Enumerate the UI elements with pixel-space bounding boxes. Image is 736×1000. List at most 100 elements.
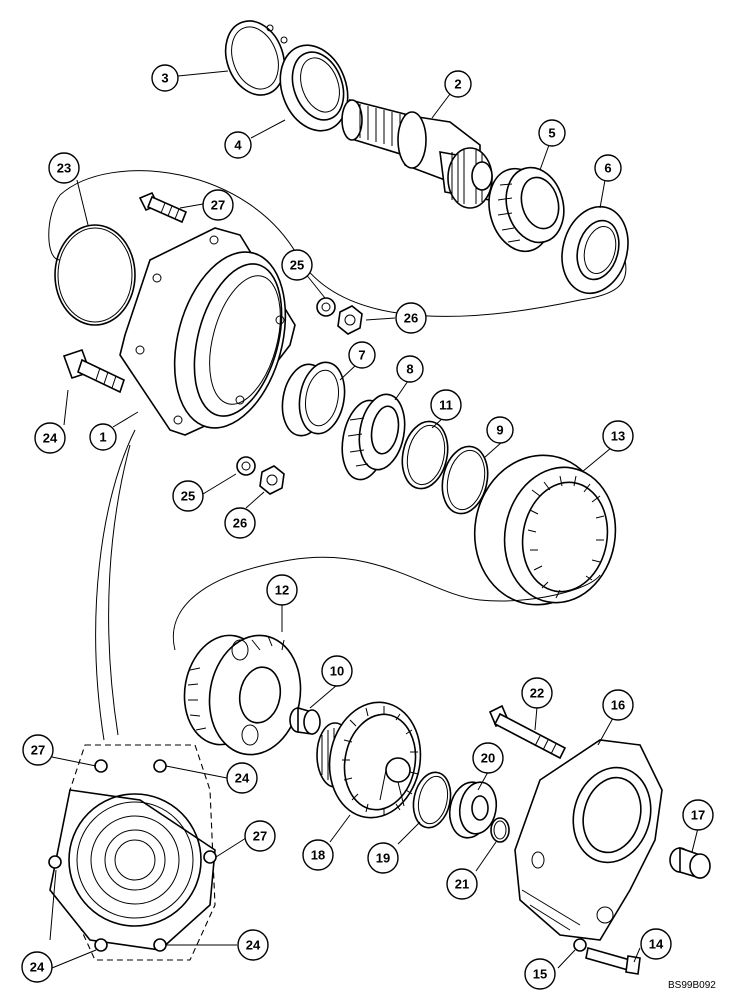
leader-lines	[49, 70, 699, 969]
svg-text:16: 16	[611, 698, 625, 713]
callout-24-inset-top: 24	[226, 762, 258, 794]
nut-part-26-lower	[259, 465, 285, 495]
bushing-part-17	[669, 846, 711, 880]
capscrew-part-27-top	[138, 191, 188, 224]
washer-part-15	[573, 938, 587, 952]
svg-text:20: 20	[481, 751, 495, 766]
svg-text:26: 26	[404, 311, 418, 326]
drive-housing-part-16	[514, 739, 663, 941]
housing-part-1	[119, 227, 296, 436]
seal-part-6	[561, 205, 629, 295]
svg-text:27: 27	[211, 198, 225, 213]
callout-21: 21	[446, 868, 478, 900]
output-shaft-part-2	[341, 98, 493, 209]
svg-text:23: 23	[57, 161, 71, 176]
callout-23: 23	[48, 152, 80, 184]
bearing-cone-part-8	[341, 393, 406, 481]
ball-bearing-part-20	[448, 781, 498, 839]
callout-4: 4	[224, 131, 252, 159]
svg-text:27: 27	[31, 743, 45, 758]
svg-text:12: 12	[275, 583, 289, 598]
callout-27-inset-top: 27	[22, 734, 54, 766]
callout-10: 10	[321, 655, 353, 687]
svg-text:22: 22	[530, 686, 544, 701]
o-ring-part-23	[54, 224, 136, 326]
callout-8: 8	[396, 355, 424, 383]
svg-text:5: 5	[548, 126, 555, 141]
svg-text:24: 24	[235, 771, 250, 786]
svg-text:15: 15	[533, 967, 547, 982]
housing-end-view-inset	[48, 744, 217, 961]
svg-text:1: 1	[99, 430, 106, 445]
nut-part-26-top	[337, 305, 363, 335]
washer-part-25-top	[316, 297, 336, 317]
capscrew-part-24-left	[62, 348, 125, 394]
callout-16: 16	[602, 689, 634, 721]
callout-2: 2	[444, 70, 472, 98]
callout-9: 9	[486, 416, 514, 444]
capscrew-part-22	[488, 704, 567, 760]
callout-27-inset-right: 27	[244, 820, 276, 852]
callout-1: 1	[89, 423, 117, 451]
callout-14: 14	[640, 928, 672, 960]
callout-3: 3	[151, 64, 179, 92]
callout-11: 11	[430, 389, 462, 421]
svg-text:10: 10	[330, 664, 344, 679]
seal-part-4	[279, 44, 349, 132]
callout-24-inset-left: 24	[21, 951, 53, 983]
svg-text:24: 24	[246, 938, 261, 953]
callout-15: 15	[524, 958, 556, 990]
callout-22: 22	[521, 677, 553, 709]
svg-text:19: 19	[376, 851, 390, 866]
retaining-ring-part-3	[224, 20, 288, 96]
svg-text:24: 24	[30, 960, 45, 975]
svg-text:21: 21	[455, 877, 469, 892]
bearing-cup-part-7	[281, 361, 346, 437]
snap-ring-part-9	[441, 445, 489, 515]
svg-text:7: 7	[358, 348, 365, 363]
shim-part-21	[490, 817, 510, 843]
callout-20: 20	[472, 742, 504, 774]
callout-17: 17	[682, 799, 714, 831]
svg-text:11: 11	[439, 398, 453, 413]
svg-text:6: 6	[604, 161, 611, 176]
svg-text:3: 3	[161, 71, 168, 86]
shim-part-11	[401, 420, 449, 490]
callout-13: 13	[602, 420, 634, 452]
planet-carrier-part-12	[183, 634, 302, 756]
svg-text:9: 9	[496, 423, 503, 438]
cluster-gear-part-18	[316, 701, 422, 819]
callout-12: 12	[266, 574, 298, 606]
drawing-code: BS99B092	[668, 980, 716, 991]
taper-bearing-part-5	[488, 166, 565, 253]
callout-24-inset-right: 24	[237, 929, 269, 961]
svg-text:13: 13	[611, 429, 625, 444]
svg-text:17: 17	[691, 808, 705, 823]
ring-gear-part-13	[473, 454, 617, 606]
needle-bearing-part-10	[289, 706, 321, 735]
assembly-flow-lines	[48, 170, 627, 741]
callout-26-top: 26	[395, 302, 427, 334]
svg-text:26: 26	[233, 516, 247, 531]
callout-25-top: 25	[281, 249, 313, 281]
svg-text:24: 24	[43, 431, 58, 446]
svg-text:25: 25	[290, 258, 304, 273]
callout-27-top: 27	[202, 189, 234, 221]
callout-5: 5	[538, 119, 566, 147]
callout-7: 7	[348, 341, 376, 369]
svg-text:4: 4	[234, 138, 242, 153]
callout-6: 6	[594, 154, 622, 182]
svg-text:27: 27	[253, 829, 267, 844]
callout-18: 18	[302, 839, 334, 871]
capscrew-part-14	[585, 946, 641, 975]
snap-ring-part-19	[412, 771, 452, 829]
svg-text:8: 8	[406, 362, 413, 377]
callout-25-lower: 25	[172, 480, 204, 512]
callout-19: 19	[367, 842, 399, 874]
callout-26-lower: 26	[224, 507, 256, 539]
washer-part-25-lower	[236, 456, 256, 476]
svg-text:2: 2	[454, 77, 461, 92]
svg-text:18: 18	[311, 848, 325, 863]
svg-text:25: 25	[181, 489, 195, 504]
